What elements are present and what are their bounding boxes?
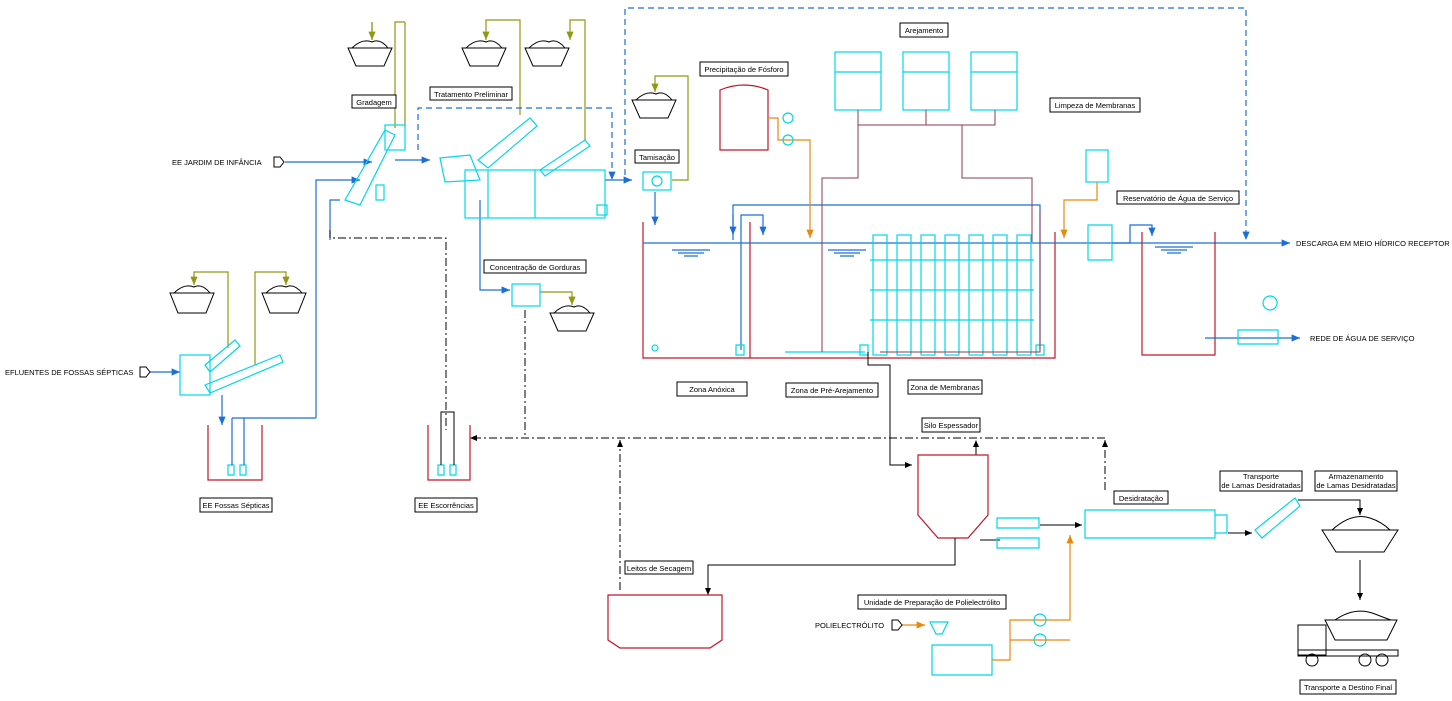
label-precipitacao: Precipitação de Fósforo: [699, 61, 789, 77]
svg-text:Arejamento: Arejamento: [905, 26, 943, 35]
svg-text:Tratamento Preliminar: Tratamento Preliminar: [434, 90, 508, 99]
svg-text:Silo Espessador: Silo Espessador: [924, 421, 979, 430]
label-anoxica: Zona Anóxica: [676, 381, 748, 397]
svg-text:Precipitação de Fósforo: Precipitação de Fósforo: [704, 65, 783, 74]
label-destino-final: Transporte a Destino Final: [1299, 679, 1397, 695]
label-desidratacao: Desidratação: [1113, 490, 1169, 505]
svg-text:Zona Anóxica: Zona Anóxica: [689, 385, 735, 394]
label-prearejamento: Zona de Pré-Arejamento: [785, 382, 879, 398]
svg-text:de Lamas Desidratadas: de Lamas Desidratadas: [1221, 481, 1300, 490]
svg-text:Zona de Pré-Arejamento: Zona de Pré-Arejamento: [791, 386, 873, 395]
truck-icon: [1297, 610, 1399, 667]
fossas-equipment: [179, 339, 284, 396]
label-arejamento: Arejamento: [899, 22, 949, 38]
stream-polielectrolito: POLIELECTRÓLITO: [815, 621, 884, 630]
svg-text:de Lamas Desidratadas: de Lamas Desidratadas: [1316, 481, 1395, 490]
blowers: [834, 51, 1018, 111]
svg-text:Zona de Membranas: Zona de Membranas: [910, 383, 979, 392]
label-tamisacao: Tamisação: [634, 149, 680, 164]
svg-text:Desidratação: Desidratação: [1119, 494, 1163, 503]
label-reservatorio: Reservatório de Água de Serviço: [1116, 190, 1240, 205]
stream-descarga: DESCARGA EM MEIO HÍDRICO RECEPTOR: [1296, 239, 1450, 248]
svg-text:Armazenamento: Armazenamento: [1328, 472, 1383, 481]
label-silo: Silo Espessador: [921, 417, 981, 433]
svg-text:EE Escorrências: EE Escorrências: [418, 501, 474, 510]
svg-text:Gradagem: Gradagem: [356, 98, 391, 107]
label-membranas: Zona de Membranas: [907, 379, 983, 395]
svg-text:Transporte: Transporte: [1243, 472, 1279, 481]
svg-text:Tamisação: Tamisação: [639, 153, 675, 162]
membrane-modules: [870, 234, 1034, 356]
label-gorduras: Concentração de Gorduras: [483, 259, 587, 274]
svg-text:Unidade de Preparação de Polie: Unidade de Preparação de Polielectrólito: [864, 598, 1000, 607]
svg-text:Leitos de Secagem: Leitos de Secagem: [627, 564, 691, 573]
svg-text:Transporte a Destino Final: Transporte a Destino Final: [1304, 683, 1392, 692]
label-leitos: Leitos de Secagem: [624, 560, 694, 575]
label-ee-fossas: EE Fossas Sépticas: [199, 497, 273, 513]
svg-text:Reservatório de Água de Serviç: Reservatório de Água de Serviço: [1123, 194, 1233, 203]
label-limpeza: Limpeza de Membranas: [1049, 97, 1141, 113]
label-tratamento: Tratamento Preliminar: [429, 86, 513, 101]
stream-fossas: EFLUENTES DE FOSSAS SÉPTICAS: [5, 368, 133, 377]
tamisacao-equipment: [642, 171, 672, 191]
gradagem-equipment: [344, 124, 406, 206]
bioreactor: [642, 204, 1290, 359]
stream-rede: REDE DE ÁGUA DE SERVIÇO: [1310, 334, 1415, 343]
svg-text:EE Fossas Sépticas: EE Fossas Sépticas: [202, 501, 269, 510]
label-gradagem: Gradagem: [351, 94, 397, 109]
label-unidade-poli: Unidade de Preparação de Polielectrólito: [857, 594, 1007, 610]
label-ee-escorrencias: EE Escorrências: [414, 497, 478, 513]
gorduras-equipment: [511, 283, 541, 307]
skips: [169, 40, 1399, 553]
tratamento-preliminar-equipment: [439, 117, 608, 219]
svg-text:Limpeza de Membranas: Limpeza de Membranas: [1055, 101, 1136, 110]
stream-jardim: EE JARDIM DE INFÂNCIA: [172, 158, 262, 167]
svg-text:Concentração de Gorduras: Concentração de Gorduras: [490, 263, 581, 272]
